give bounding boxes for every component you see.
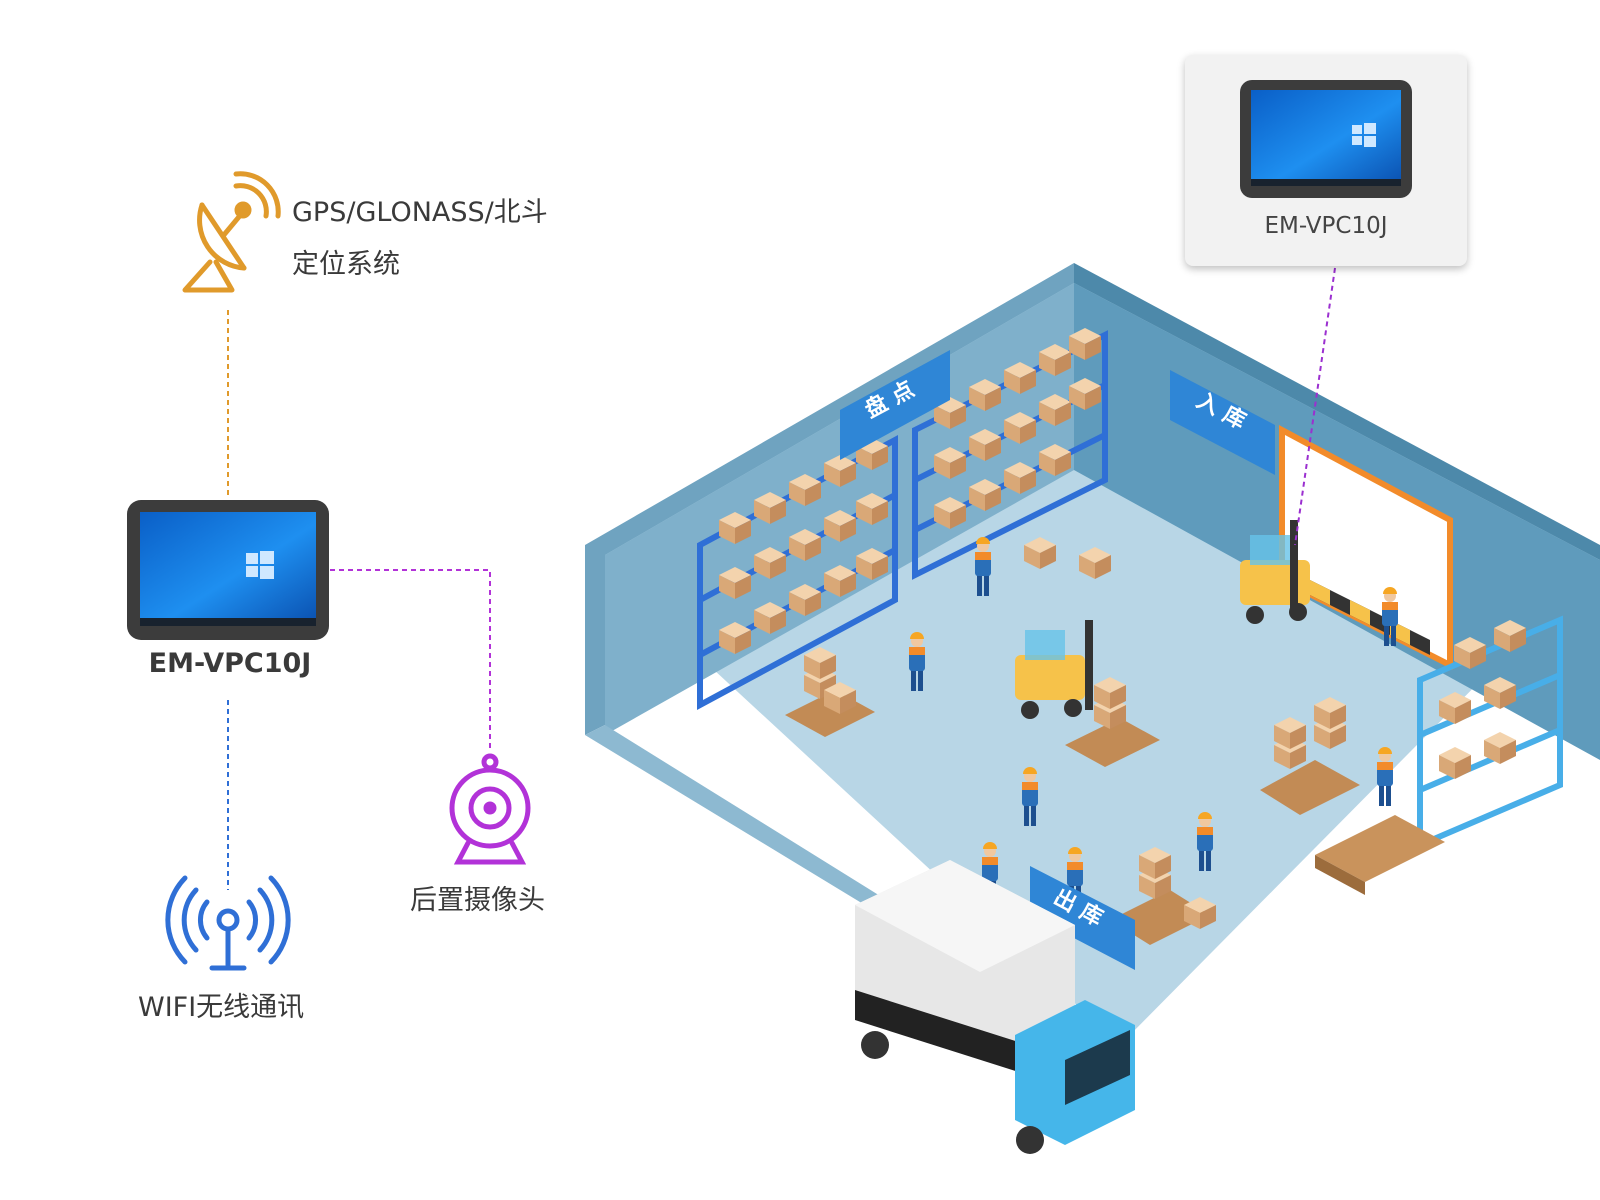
satellite-dish-icon bbox=[182, 171, 281, 293]
delivery-truck bbox=[855, 860, 1135, 1154]
wifi-label: WIFI无线通讯 bbox=[138, 992, 305, 1023]
camera-connector bbox=[330, 569, 491, 750]
device-callout-card: EM-VPC10J bbox=[1185, 55, 1467, 266]
tablet-device-card bbox=[1240, 80, 1412, 198]
forklift-1 bbox=[1240, 520, 1310, 624]
gps-label-line1: GPS/GLONASS/北斗 bbox=[292, 197, 548, 228]
shelf-rack-3 bbox=[1417, 615, 1563, 850]
card-connector bbox=[1294, 267, 1336, 546]
wall-inner-left bbox=[605, 283, 1074, 735]
shelf-rack-2 bbox=[912, 328, 1108, 580]
gps-label-line2: 定位系统 bbox=[292, 249, 400, 280]
camera-label: 后置摄像头 bbox=[410, 885, 545, 916]
warehouse-wall-back bbox=[1074, 263, 1600, 560]
warehouse-wall-left bbox=[585, 263, 1074, 735]
card-device-label: EM-VPC10J bbox=[1264, 213, 1388, 239]
tablet-device-main bbox=[127, 500, 329, 640]
shelf-rack-1 bbox=[697, 434, 898, 711]
webcam-icon bbox=[449, 753, 531, 865]
pallet-stack-3 bbox=[1065, 677, 1160, 767]
pallet-stack-1 bbox=[785, 647, 875, 737]
pallet-stack-4 bbox=[1260, 697, 1360, 815]
empty-pallet bbox=[1315, 815, 1445, 895]
forklift-2 bbox=[1015, 620, 1093, 719]
wifi-antenna-icon bbox=[165, 875, 291, 971]
worker-5 bbox=[1377, 747, 1393, 806]
device-label: EM-VPC10J bbox=[148, 648, 312, 679]
